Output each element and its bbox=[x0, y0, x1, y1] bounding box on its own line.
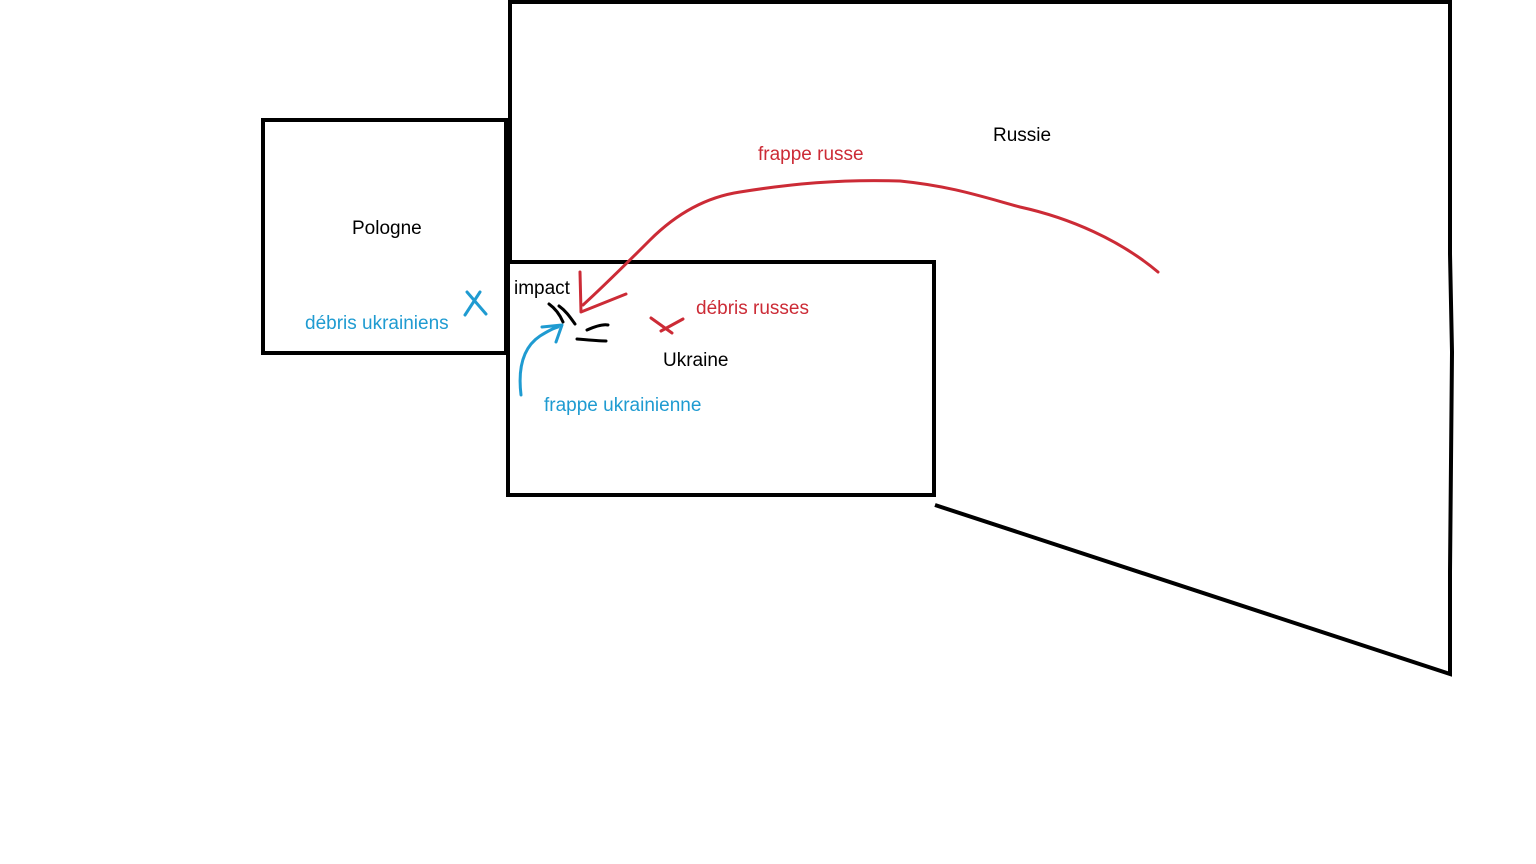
russian-strike-curve bbox=[581, 179, 1160, 307]
ukrainian-strike-arrowhead bbox=[540, 323, 564, 344]
russia-label: Russie bbox=[993, 125, 1051, 146]
russian-strike-arrow bbox=[578, 179, 1160, 314]
russian-debris-x-mark-icon bbox=[649, 316, 685, 335]
poland-outline bbox=[261, 118, 508, 355]
ukraine-outline bbox=[506, 260, 936, 497]
ukraine-label: Ukraine bbox=[663, 350, 728, 371]
ukrainian-strike-label: frappe ukrainienne bbox=[544, 395, 701, 416]
russia-outline bbox=[508, 0, 1455, 677]
impact-label: impact bbox=[514, 278, 571, 299]
poland-label: Pologne bbox=[352, 218, 422, 239]
ukrainian-strike-arrow bbox=[518, 323, 564, 397]
ukrainian-strike-curve bbox=[518, 325, 560, 397]
burst-icon bbox=[547, 302, 610, 343]
ukrainian-debris-x-mark-icon bbox=[463, 290, 488, 317]
russian-strike-label: frappe russe bbox=[758, 144, 864, 165]
russian-strike-arrowhead bbox=[578, 270, 628, 314]
ukrainian-debris-label: débris ukrainiens bbox=[305, 313, 449, 334]
russian-debris-label: débris russes bbox=[696, 298, 809, 319]
